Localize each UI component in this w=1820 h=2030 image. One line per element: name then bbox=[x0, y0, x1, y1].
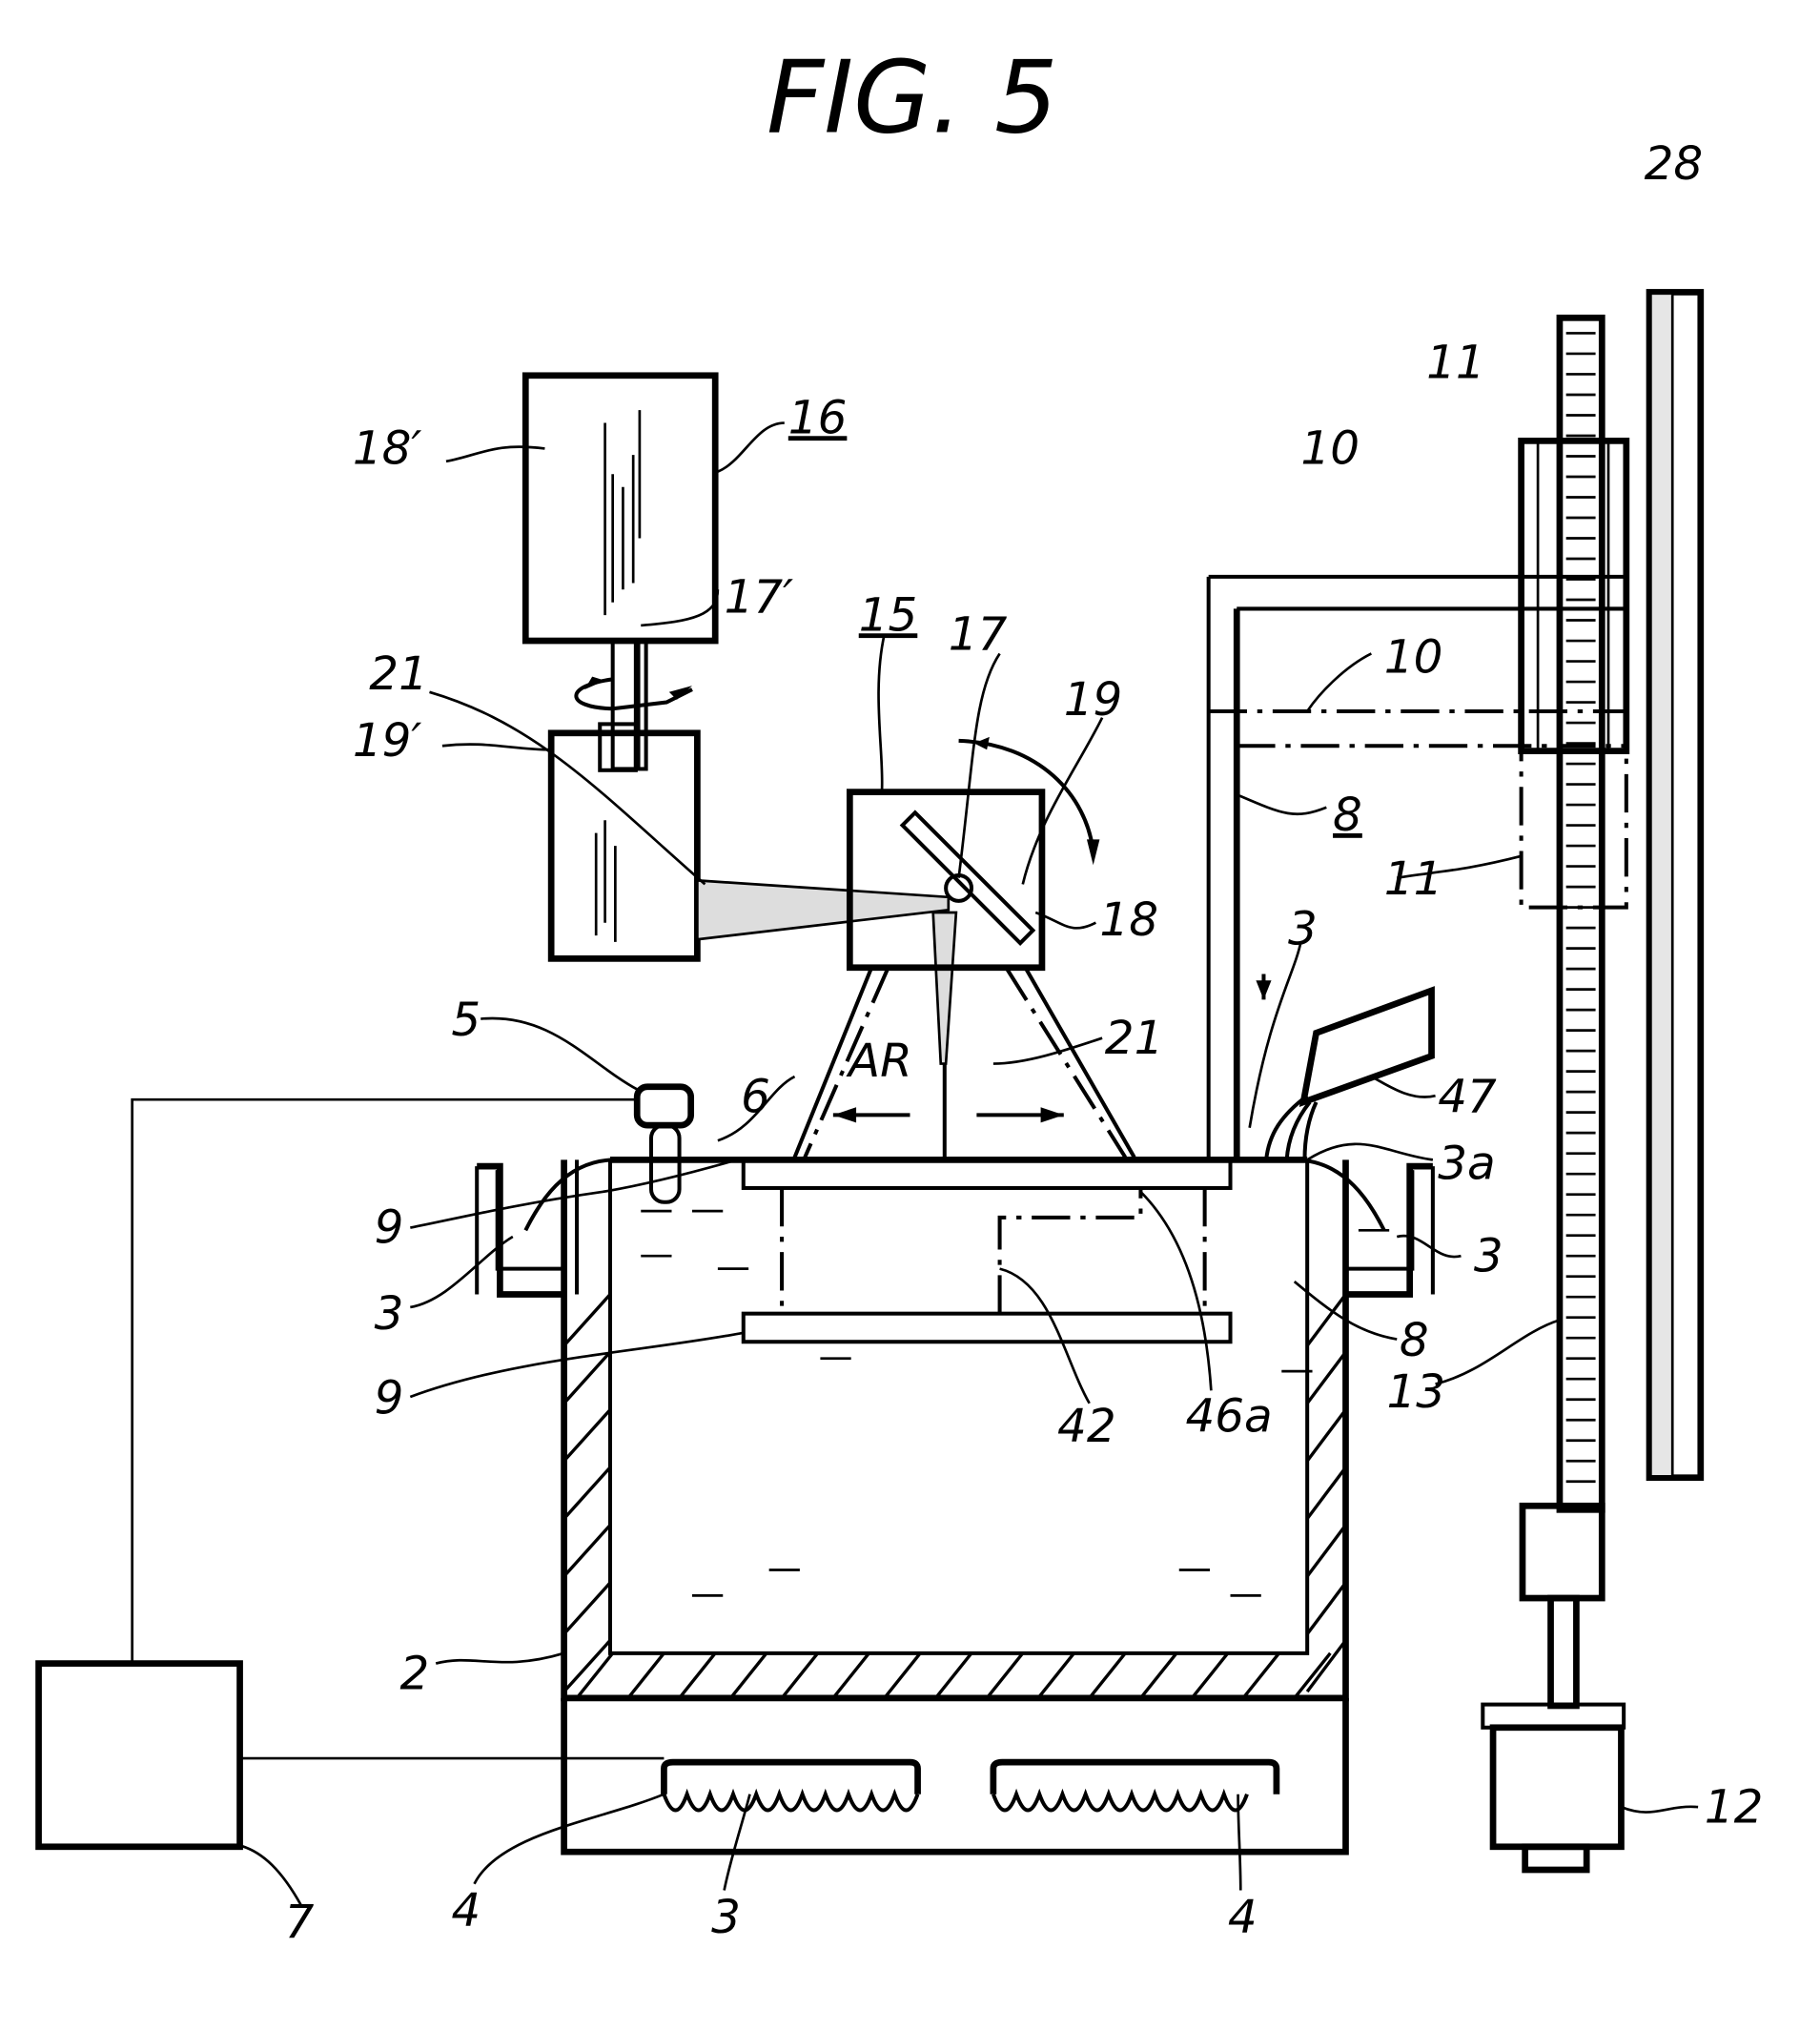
hatch-line bbox=[564, 1583, 610, 1634]
hatch-line bbox=[1140, 1653, 1176, 1698]
heater-4-left bbox=[664, 1762, 917, 1810]
hatch-line bbox=[1307, 1640, 1345, 1692]
label-12: 12 bbox=[1705, 1780, 1764, 1834]
label-5: 5 bbox=[451, 994, 481, 1047]
hatch-line bbox=[987, 1653, 1023, 1698]
label-8-right: 8 bbox=[1400, 1314, 1429, 1367]
figure-title: FIG. 5 bbox=[767, 39, 1058, 155]
hatch-line bbox=[1243, 1653, 1279, 1698]
hatch-line bbox=[1307, 1583, 1345, 1634]
label-11-dash: 11 bbox=[1384, 852, 1443, 906]
label-21-left: 21 bbox=[369, 647, 428, 701]
label-2: 2 bbox=[400, 1647, 430, 1700]
platform-frame-8 bbox=[1209, 577, 1272, 1160]
heater-4-right bbox=[993, 1762, 1277, 1810]
label-10-dash: 10 bbox=[1384, 631, 1443, 685]
label-15: 15 bbox=[859, 588, 918, 642]
label-7: 7 bbox=[285, 1896, 315, 1949]
hatch-line bbox=[1307, 1467, 1345, 1519]
label-9-dash: 9 bbox=[375, 1372, 404, 1425]
label-47: 47 bbox=[1438, 1071, 1497, 1124]
label-28: 28 bbox=[1645, 137, 1704, 191]
label-46a: 46a bbox=[1185, 1389, 1272, 1443]
label-9-top: 9 bbox=[375, 1201, 404, 1255]
label-13: 13 bbox=[1386, 1365, 1445, 1419]
hatch-line bbox=[730, 1653, 767, 1698]
mirror-housing-19-prime bbox=[551, 724, 697, 958]
label-19-prime: 19′ bbox=[353, 714, 422, 768]
control-wiring bbox=[133, 1099, 665, 1758]
label-3-bottom: 3 bbox=[711, 1891, 741, 1944]
label-11-top: 11 bbox=[1426, 336, 1485, 389]
label-16: 16 bbox=[788, 391, 848, 444]
label-10-top: 10 bbox=[1300, 422, 1360, 476]
reference-labels: 28 11 10 18′ 16 17′ 15 17 19 21 10 19′ 8… bbox=[285, 137, 1764, 1949]
hatch-line bbox=[564, 1409, 610, 1461]
rule-28 bbox=[1649, 292, 1701, 1477]
scanner-box-15 bbox=[849, 737, 1099, 968]
scan-cone bbox=[795, 968, 1135, 1158]
hatch-line bbox=[1192, 1653, 1228, 1698]
hatch-line bbox=[577, 1653, 613, 1698]
hatch-line bbox=[564, 1295, 610, 1346]
vessel-2 bbox=[477, 1159, 1433, 1852]
hatch-line bbox=[782, 1653, 818, 1698]
sensor-5 bbox=[637, 1087, 690, 1202]
hatch-line bbox=[1295, 1653, 1331, 1698]
controller-7 bbox=[39, 1664, 240, 1847]
hatch-line bbox=[1307, 1409, 1345, 1461]
hatch-line bbox=[1307, 1295, 1345, 1346]
hatch-line bbox=[1307, 1525, 1345, 1576]
label-8: 8 bbox=[1333, 789, 1362, 842]
hatch-line bbox=[1307, 1352, 1345, 1404]
dispenser-47 bbox=[1266, 991, 1431, 1159]
label-3a: 3a bbox=[1438, 1138, 1495, 1191]
label-6: 6 bbox=[741, 1071, 770, 1124]
label-42: 42 bbox=[1057, 1400, 1116, 1453]
hatch-line bbox=[564, 1525, 610, 1576]
label-19: 19 bbox=[1064, 673, 1123, 727]
platform-9 bbox=[744, 1159, 1231, 1342]
label-4-right: 4 bbox=[1228, 1891, 1258, 1944]
label-21-right: 21 bbox=[1105, 1012, 1164, 1065]
label-3-right: 3 bbox=[1474, 1229, 1503, 1282]
label-18: 18 bbox=[1099, 893, 1158, 947]
hatch-line bbox=[833, 1653, 869, 1698]
hatch-line bbox=[1090, 1653, 1126, 1698]
hatch-line bbox=[885, 1653, 921, 1698]
label-3-arrow: 3 bbox=[1288, 903, 1318, 956]
hatch-line bbox=[564, 1467, 610, 1519]
hatch-line bbox=[1038, 1653, 1074, 1698]
nut-11 bbox=[1522, 441, 1626, 907]
label-17-prime: 17′ bbox=[725, 570, 794, 624]
label-4-left: 4 bbox=[451, 1884, 481, 1938]
label-18-prime: 18′ bbox=[353, 422, 422, 476]
label-17: 17 bbox=[949, 607, 1008, 661]
hatch-line bbox=[628, 1653, 665, 1698]
laser-beam-21 bbox=[697, 880, 956, 1063]
hatch-line bbox=[680, 1653, 716, 1698]
lead-screw-13 bbox=[1483, 318, 1624, 1870]
label-ar: AR bbox=[846, 1035, 912, 1088]
motor-18-prime bbox=[525, 376, 715, 641]
label-3-left: 3 bbox=[375, 1287, 404, 1341]
hatch-line bbox=[935, 1653, 971, 1698]
